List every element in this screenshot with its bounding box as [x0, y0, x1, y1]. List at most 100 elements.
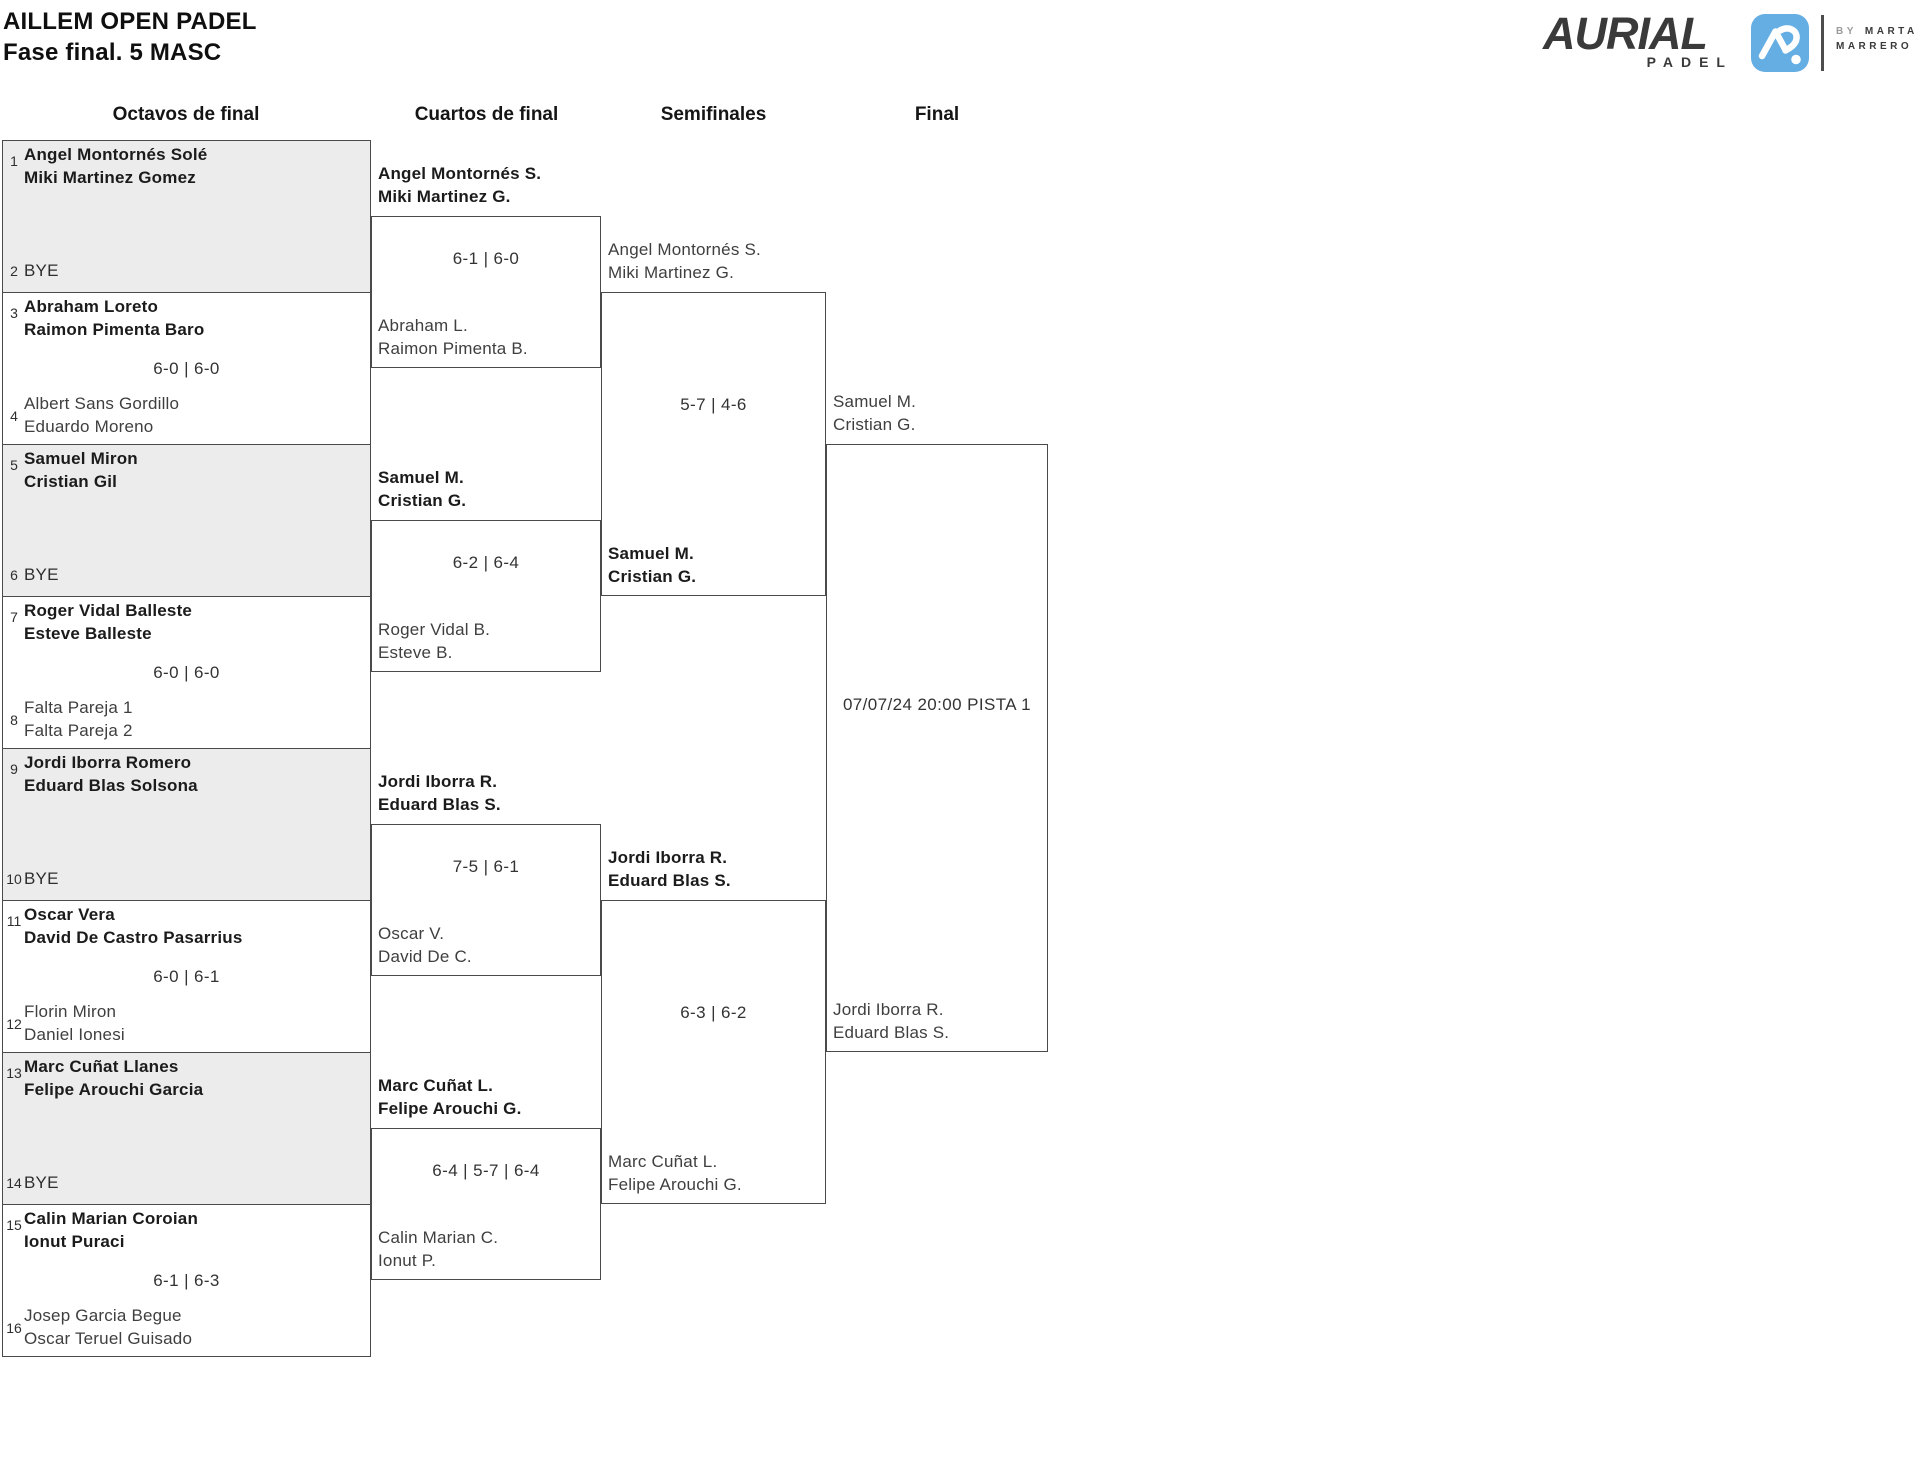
semifinal-match-2: Jordi Iborra R. Eduard Blas S. 6-3 | 6-2…: [601, 848, 826, 1204]
match-score: 6-2 | 6-4: [452, 553, 520, 572]
logo-brand-text: AURIAL: [1543, 8, 1708, 59]
seed-number: 3: [10, 305, 18, 321]
team-pair-label: Calin Marian C. Ionut P.: [378, 1226, 498, 1272]
match-schedule: 07/07/24 20:00 PISTA 1: [842, 695, 1032, 714]
player-name: Jordi Iborra R.: [608, 848, 728, 867]
player-name: Daniel Ionesi: [24, 1025, 125, 1044]
team-pair-label: Marc Cuñat Llanes Felipe Arouchi Garcia: [24, 1055, 203, 1101]
player-name: Esteve Balleste: [24, 624, 152, 643]
match-score: 6-1 | 6-0: [452, 249, 520, 268]
player-name: Eduard Blas Solsona: [24, 776, 198, 795]
player-name: Abraham L.: [378, 316, 468, 335]
round-header-final: Final: [914, 104, 960, 125]
player-name: Angel Montornés Solé: [24, 145, 208, 164]
player-name: Marc Cuñat L.: [608, 1152, 718, 1171]
player-name: Josep Garcia Begue: [24, 1306, 182, 1325]
player-name: Ionut P.: [378, 1251, 437, 1270]
seed-number: 11: [6, 913, 22, 929]
cuartos-match-1: Angel Montornés S. Miki Martinez G. 6-1 …: [371, 164, 601, 368]
seed-number: 5: [10, 457, 18, 473]
round-header-cuartos: Cuartos de final: [414, 104, 559, 125]
octavos-match-7: 13 Marc Cuñat Llanes Felipe Arouchi Garc…: [2, 1052, 371, 1205]
player-name: Florin Miron: [24, 1002, 117, 1021]
player-name: Raimon Pimenta B.: [378, 339, 528, 358]
match-score: 6-0 | 6-0: [153, 662, 220, 682]
player-name: Samuel M.: [378, 468, 464, 487]
player-name: Abraham Loreto: [24, 297, 159, 316]
player-name: Calin Marian Coroian: [24, 1209, 199, 1228]
team-pair-label: Oscar Vera David De Castro Pasarrius: [24, 903, 243, 949]
seed-number: 15: [6, 1217, 22, 1233]
seed-number: 16: [6, 1320, 22, 1336]
seed-number: 8: [10, 712, 18, 728]
seed-number: 1: [10, 153, 18, 169]
octavos-match-5: 9 Jordi Iborra Romero Eduard Blas Solson…: [2, 748, 371, 901]
team-pair-label: Florin Miron Daniel Ionesi: [24, 1000, 125, 1046]
round-header-octavos: Octavos de final: [112, 104, 260, 125]
seed-number: 6: [10, 567, 18, 583]
match-score: 6-4 | 5-7 | 6-4: [432, 1161, 540, 1180]
team-pair-label: Jordi Iborra R. Eduard Blas S.: [378, 770, 501, 816]
player-name: Miki Martinez G.: [378, 187, 511, 206]
team-pair-label: Falta Pareja 1 Falta Pareja 2: [24, 696, 133, 742]
player-name: Marc Cuñat Llanes: [24, 1057, 179, 1076]
team-pair-label: Calin Marian Coroian Ionut Puraci: [24, 1207, 198, 1253]
player-name: Esteve B.: [378, 643, 453, 662]
player-name: Eduard Blas S.: [378, 795, 501, 814]
player-name: Ionut Puraci: [24, 1232, 125, 1251]
seed-number: 2: [10, 263, 18, 279]
player-name: Jordi Iborra Romero: [24, 753, 192, 772]
match-score: 7-5 | 6-1: [452, 857, 520, 876]
player-name: David De Castro Pasarrius: [24, 928, 243, 947]
player-name: Samuel M.: [608, 544, 694, 563]
match-score: 6-0 | 6-1: [153, 966, 220, 986]
team-pair-label: Samuel M. Cristian G.: [608, 542, 696, 588]
team-pair-label: Marc Cuñat L. Felipe Arouchi G.: [608, 1150, 742, 1196]
player-name: Albert Sans Gordillo: [24, 394, 180, 413]
octavos-match-6: 11 Oscar Vera David De Castro Pasarrius …: [2, 900, 371, 1053]
player-name: Samuel Miron: [24, 449, 138, 468]
team-pair-label: Samuel Miron Cristian Gil: [24, 447, 138, 493]
player-name: Roger Vidal Balleste: [24, 601, 193, 620]
player-name: Oscar Vera: [24, 905, 115, 924]
player-name: Angel Montornés S.: [608, 240, 761, 259]
team-pair-label: Marc Cuñat L. Felipe Arouchi G.: [378, 1074, 522, 1120]
team-pair-label: Samuel M. Cristian G.: [833, 390, 916, 436]
match-score: 6-3 | 6-2: [680, 1003, 747, 1022]
player-name: Eduard Blas S.: [608, 871, 731, 890]
player-name: Angel Montornés S.: [378, 164, 542, 183]
team-pair-label: Angel Montornés S. Miki Martinez G.: [608, 238, 761, 284]
player-name: Calin Marian C.: [378, 1228, 499, 1247]
match-score: 6-1 | 6-3: [153, 1270, 220, 1290]
octavos-match-2: 3 Abraham Loreto Raimon Pimenta Baro 6-0…: [2, 292, 371, 445]
byline-name-bottom: MARRERO: [1836, 41, 1913, 52]
cuartos-match-4: Marc Cuñat L. Felipe Arouchi G. 6-4 | 5-…: [371, 1076, 601, 1280]
phase-name: Fase final. 5 MASC: [3, 39, 222, 66]
byline-name-top: MARTA: [1864, 26, 1918, 37]
team-pair-label: Roger Vidal Balleste Esteve Balleste: [24, 599, 192, 645]
tournament-name: AILLEM OPEN PADEL: [3, 8, 257, 35]
player-name: Oscar V.: [378, 924, 445, 943]
bye-label: BYE: [24, 869, 59, 888]
seed-number: 7: [10, 609, 18, 625]
team-pair-label: Jordi Iborra R. Eduard Blas S.: [833, 998, 949, 1044]
team-pair-label: Jordi Iborra R. Eduard Blas S.: [608, 846, 731, 892]
team-pair-label: Abraham Loreto Raimon Pimenta Baro: [24, 295, 204, 341]
team-pair-label: Angel Montornés Solé Miki Martinez Gomez: [24, 143, 207, 189]
seed-number: 13: [6, 1065, 22, 1081]
bye-label: BYE: [24, 261, 59, 280]
player-name: Miki Martinez Gomez: [24, 168, 196, 187]
round-header-semifinales: Semifinales: [660, 104, 767, 125]
player-name: Felipe Arouchi G.: [378, 1099, 522, 1118]
team-pair-label: Jordi Iborra Romero Eduard Blas Solsona: [24, 751, 198, 797]
logo-brand-subtext: PADEL: [1646, 54, 1733, 70]
player-name: Oscar Teruel Guisado: [24, 1329, 193, 1348]
seed-number: 10: [6, 871, 22, 887]
bye-label: BYE: [24, 565, 59, 584]
team-pair-label: Albert Sans Gordillo Eduardo Moreno: [24, 392, 179, 438]
octavos-match-1: 1 Angel Montornés Solé Miki Martinez Gom…: [2, 140, 371, 293]
player-name: Felipe Arouchi G.: [608, 1175, 742, 1194]
cuartos-match-3: Jordi Iborra R. Eduard Blas S. 7-5 | 6-1…: [371, 772, 601, 976]
final-match: Samuel M. Cristian G. 07/07/24 20:00 PIS…: [826, 392, 1048, 1052]
